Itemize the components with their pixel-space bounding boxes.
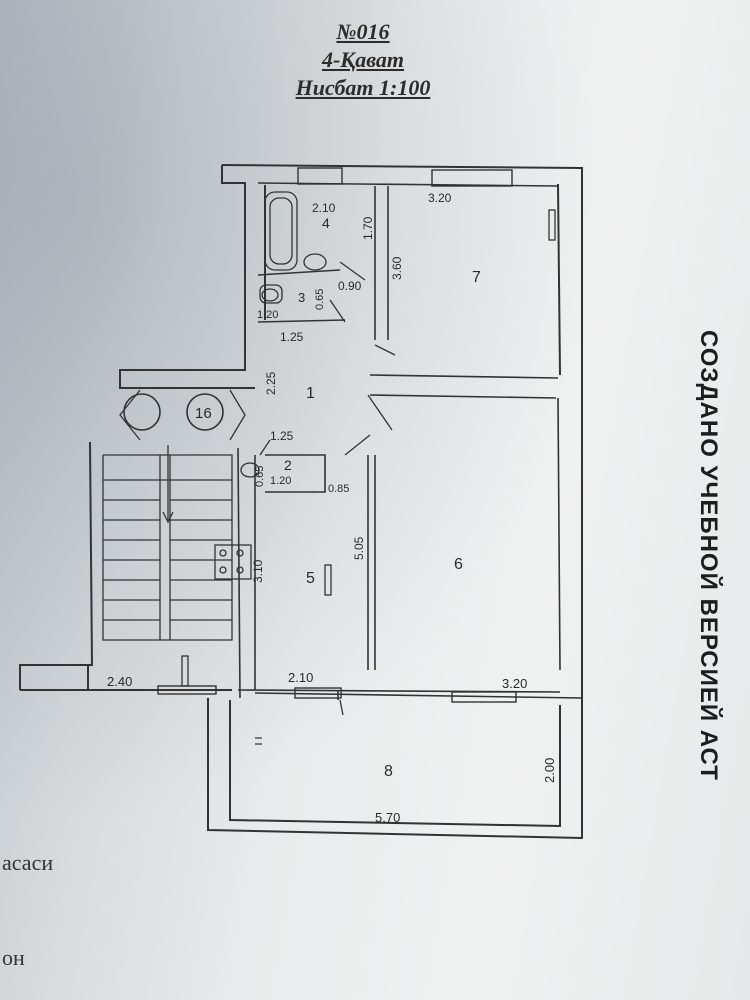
dimension-labels: 2.10 1.70 3.60 3.20 0.90 0.65 1.20 1.25 … (107, 191, 557, 825)
dim-1-25-b: 1.25 (270, 429, 294, 443)
dim-0-65-a: 0.65 (314, 289, 326, 310)
doors (181, 209, 556, 745)
bathroom-fixtures (214, 191, 327, 580)
room-6-number: 6 (454, 556, 463, 573)
outer-walls (19, 164, 583, 750)
plan-scale: Нисбат 1:100 (295, 75, 431, 100)
room-4-number: 4 (322, 215, 330, 231)
dim-5-05: 5.05 (352, 536, 366, 560)
windows (157, 167, 517, 703)
dim-0-85: 0.85 (328, 483, 349, 495)
room-5-number: 5 (306, 570, 315, 587)
dim-2-10-bottom: 2.10 (288, 670, 313, 685)
dim-2-00: 2.00 (542, 758, 557, 783)
dim-5-70: 5.70 (375, 810, 400, 825)
room-3-number: 3 (298, 290, 305, 305)
margin-note-1: асаси (2, 850, 54, 875)
room-8-number: 8 (384, 763, 393, 780)
stair-circles (123, 393, 224, 431)
dim-3-20-bottom: 3.20 (502, 676, 527, 691)
plan-floor: 4-Қават (321, 47, 405, 72)
dim-1-20-b: 1.20 (270, 475, 291, 487)
plan-title-block: №016 4-Қават Нисбат 1:100 (258, 18, 468, 102)
dim-2-25: 2.25 (264, 371, 278, 395)
margin-note-2: он (2, 945, 25, 970)
dim-1-25-a: 1.25 (280, 330, 304, 344)
dim-0-90: 0.90 (338, 279, 362, 293)
dim-1-20-a: 1.20 (257, 309, 278, 321)
room-7-number: 7 (472, 269, 481, 286)
dim-3-10: 3.10 (251, 559, 265, 583)
dim-0-65-b: 0.65 (254, 466, 266, 487)
balcony-outline (207, 698, 583, 840)
dim-2-40: 2.40 (107, 674, 132, 689)
plan-number: №016 (336, 19, 390, 44)
dim-2-10-top: 2.10 (312, 201, 336, 215)
room-2-number: 2 (284, 457, 292, 473)
watermark-text: СОЗДАНО УЧЕБНОЙ ВЕРСИЕЙ АСТ (695, 330, 722, 781)
dim-1-70: 1.70 (361, 216, 375, 240)
room-1-number: 1 (306, 385, 315, 402)
stair-number: 16 (195, 405, 212, 422)
dim-3-20-top: 3.20 (428, 191, 452, 205)
staircase (102, 389, 246, 641)
dim-3-60: 3.60 (390, 256, 404, 280)
